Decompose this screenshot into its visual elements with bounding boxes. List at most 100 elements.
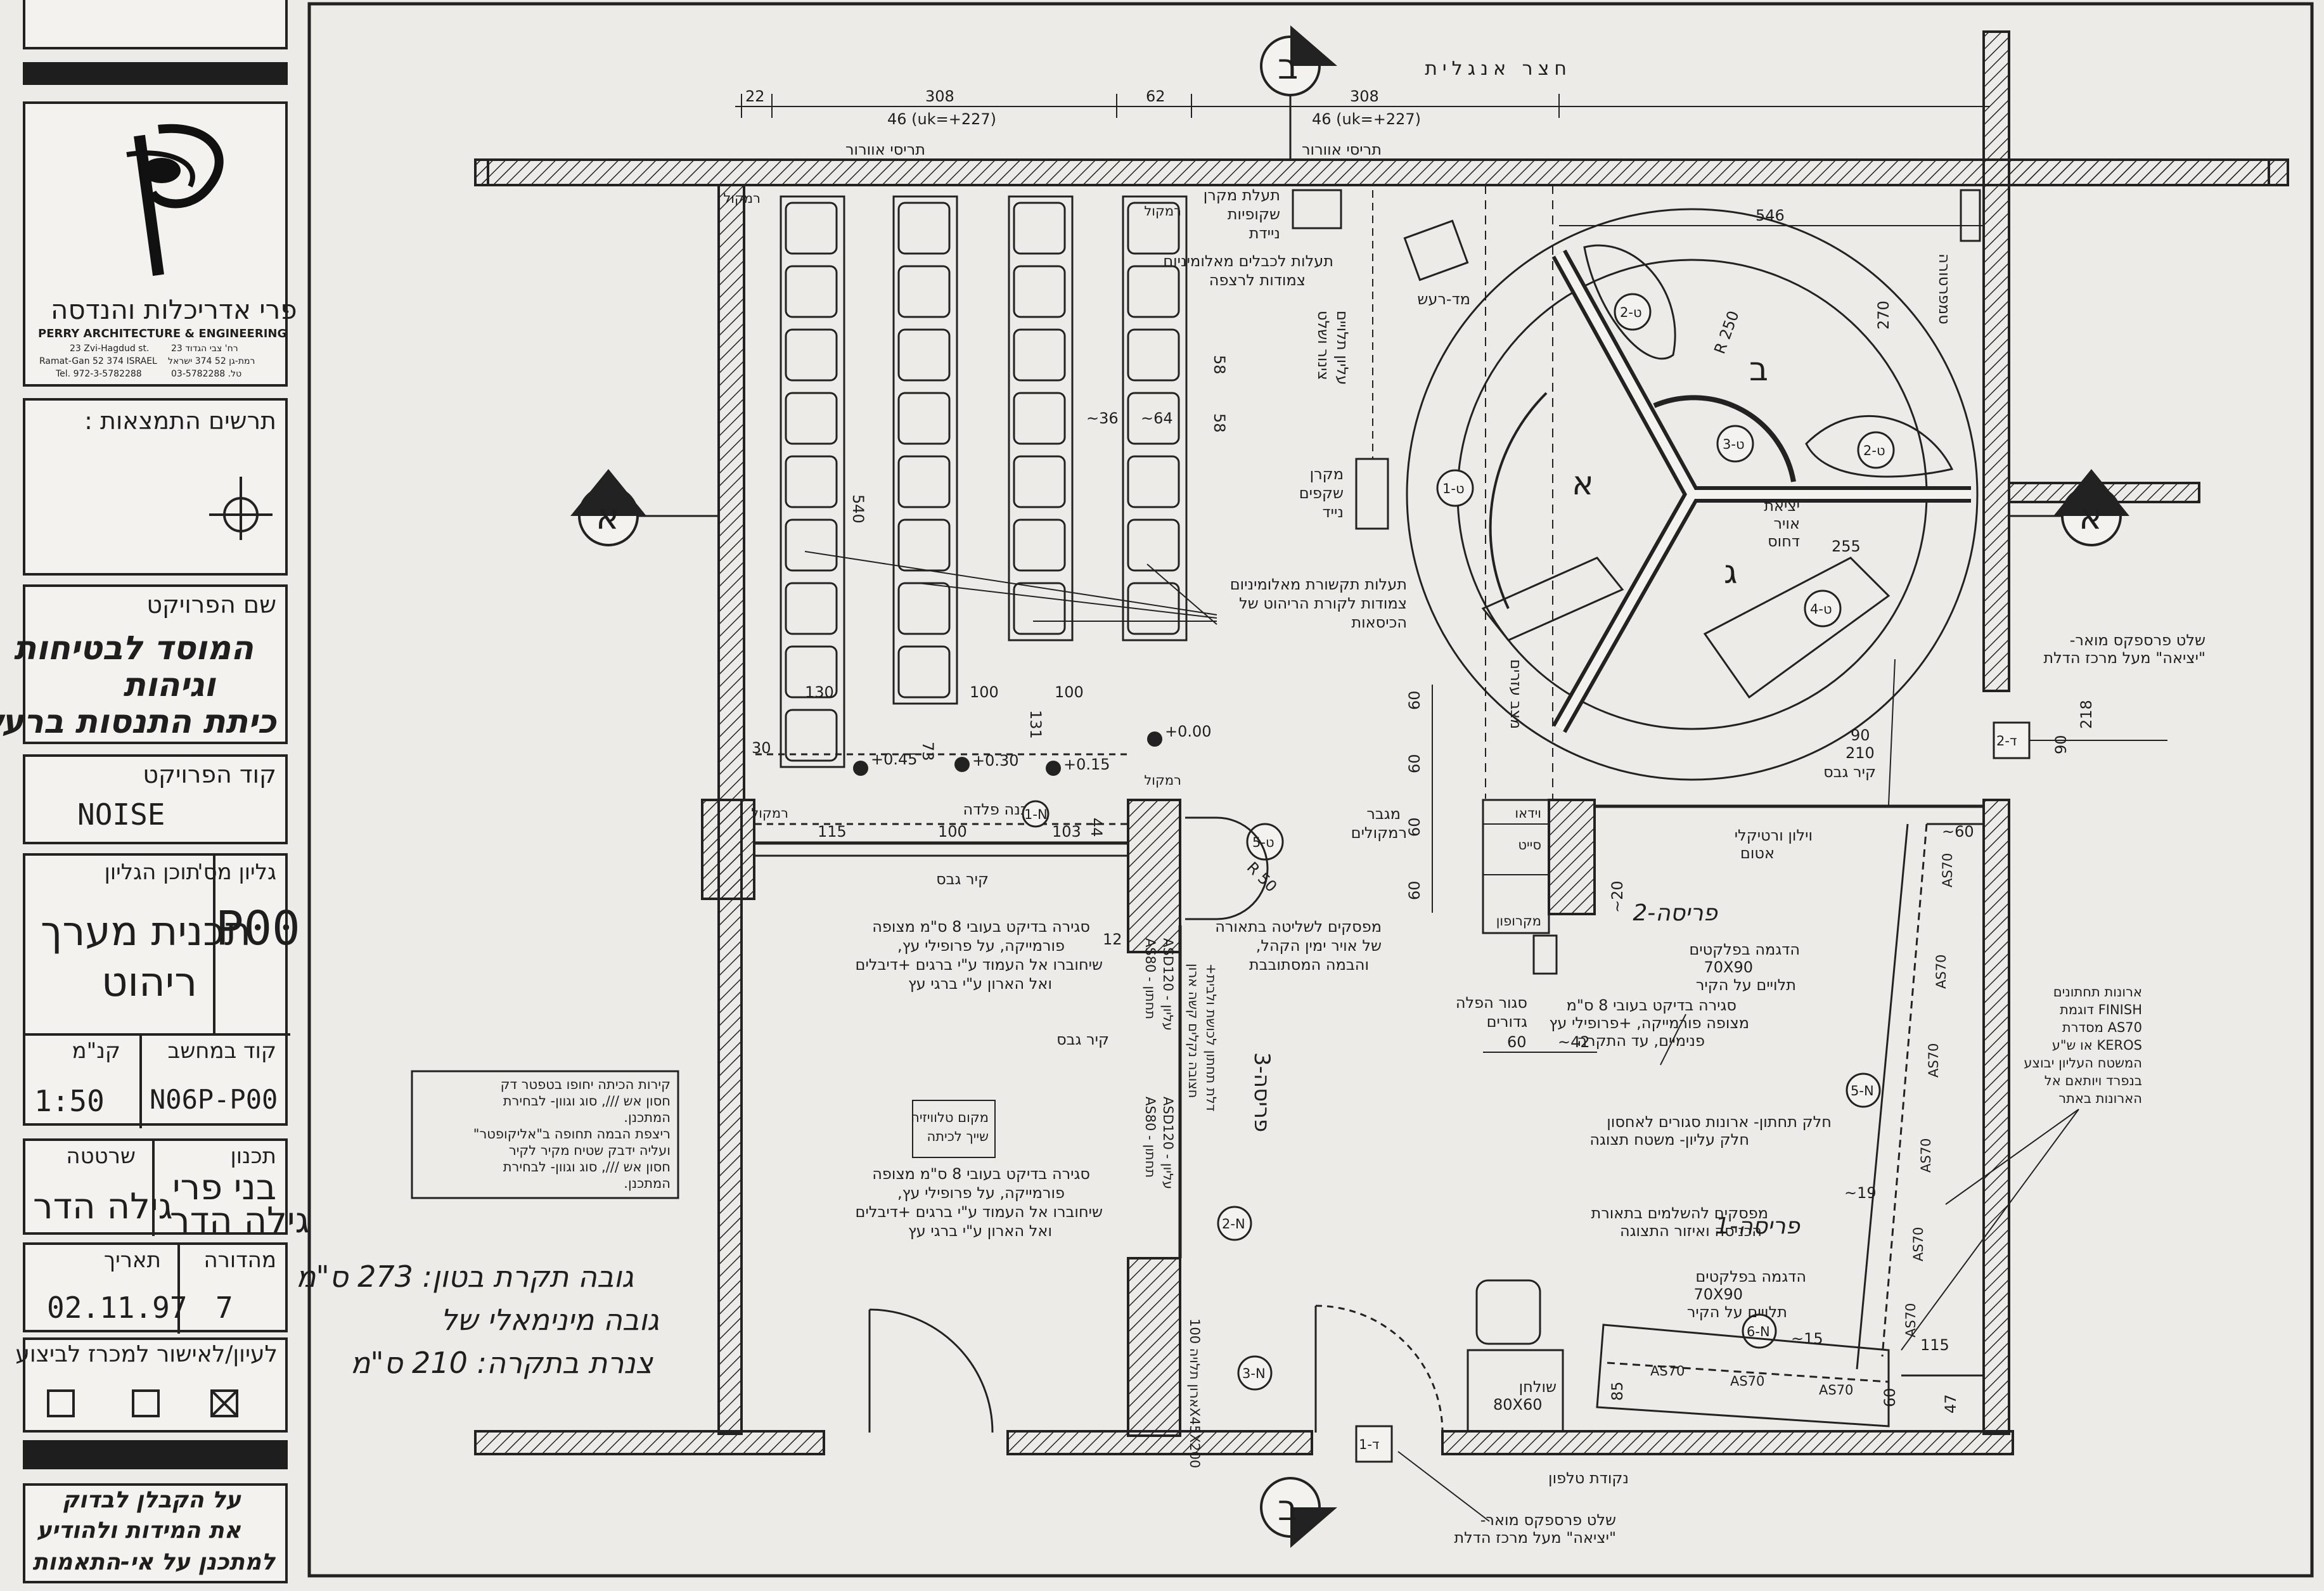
av-rack bbox=[1482, 799, 1550, 934]
status-checkbox-2[interactable] bbox=[132, 1389, 160, 1417]
vertical-label-2: ASD120 - עליון bbox=[1160, 938, 1176, 1031]
designer-value-1: בני פרי bbox=[172, 1167, 277, 1208]
projector-label-2: שקופיות bbox=[1228, 205, 1280, 223]
sheet-no-label: גליון מס' bbox=[197, 860, 276, 885]
dim-85: 85 bbox=[1608, 1381, 1626, 1401]
sheet-content-line-1: תכנית מערך bbox=[41, 908, 252, 955]
tag-t2-a: 2-ט bbox=[1620, 305, 1642, 320]
wall-left-upper bbox=[717, 184, 745, 801]
date-box: תאריך מהדורה 02.11.97 7 bbox=[23, 1242, 288, 1334]
top-label-louvers-a: תריסי אוורור bbox=[845, 141, 925, 158]
left-note-5: סגירה בדיקט בעובי 8 ס"מ מצופה bbox=[872, 1165, 1090, 1183]
slide-projector-label-1: מקרן bbox=[1310, 465, 1344, 483]
posters-1-1: הדגמה בפלקטים bbox=[1695, 1268, 1806, 1285]
address-en-3: Tel. 972-3-5782288 bbox=[56, 369, 142, 379]
cab-note-3: AS70 מסדרת bbox=[2062, 1020, 2142, 1035]
posters-2-2: 70X90 bbox=[1704, 958, 1753, 976]
address-en-2: Ramat-Gan 52 374 ISRAEL bbox=[39, 356, 157, 366]
tag-t2-b: 2-ט bbox=[1863, 443, 1885, 458]
date-label: תאריך bbox=[103, 1247, 161, 1273]
as70-8: AS70 bbox=[1730, 1374, 1764, 1389]
cabinet-upper: חלק עליון- משטח תצוגה bbox=[1589, 1131, 1749, 1149]
status-checkbox-1[interactable] bbox=[47, 1389, 75, 1417]
posters-1-2: 70X90 bbox=[1693, 1285, 1743, 1303]
seat-note-3: הכיסאות bbox=[1351, 614, 1407, 631]
seat-note-1: תעלות תקשורת מאלומיניום bbox=[1230, 576, 1407, 593]
dim-60-bottom: 60 bbox=[1507, 1033, 1527, 1051]
left-note-8: ואל הארון ע"י ברגי עץ bbox=[908, 1222, 1052, 1240]
floor-note-1: קירות הכיתה יחופו בטפטר דק bbox=[501, 1077, 671, 1092]
title-block-bar-2 bbox=[23, 1440, 288, 1469]
top-dim-308-a: 308 bbox=[925, 87, 954, 105]
phone-label: נקודת טלפון bbox=[1548, 1469, 1629, 1487]
seat-dim-58-b: 58 bbox=[1210, 413, 1228, 433]
level-015: +0.15 bbox=[1063, 756, 1110, 773]
bar-dim-103: 103 bbox=[1052, 823, 1081, 841]
ceiling-line-1: גובה תקרת בטון: 273 ס"מ bbox=[296, 1259, 634, 1294]
seat-dim-73: 73 bbox=[919, 742, 937, 761]
conduit-label-1: תעלות לכבלים מאלומיניום bbox=[1163, 252, 1333, 270]
column-center bbox=[1127, 799, 1181, 953]
projector-label-3: ניידת bbox=[1249, 224, 1280, 242]
floor-note-6: חסון אש ///, סוג וגוון- לבחירת bbox=[503, 1159, 671, 1175]
seat-dim-58-a: 58 bbox=[1210, 355, 1228, 375]
section-mark-right-label: א bbox=[2079, 496, 2102, 538]
plywood-2: מצופה פורמייקה, +פרופילי עץ bbox=[1549, 1014, 1749, 1032]
cab-note-2: FINISH דוגמת bbox=[2060, 1002, 2142, 1017]
dim-218: 218 bbox=[2077, 700, 2095, 729]
dim-r250: R 250 bbox=[1711, 309, 1742, 356]
location-crosshair-icon bbox=[209, 477, 273, 540]
door-bottom bbox=[1314, 1304, 1444, 1433]
as70-3: AS70 bbox=[1926, 1043, 1941, 1078]
speaker-label-3: רמקול bbox=[1144, 773, 1181, 788]
status-checkbox-3[interactable] bbox=[210, 1389, 238, 1417]
address-en-1: 23 Zvi-Hagdud st. bbox=[70, 344, 150, 354]
v-dim-60-c: 60 bbox=[1406, 817, 1423, 837]
wall-bottom-left bbox=[474, 1430, 825, 1455]
door-left bbox=[868, 1308, 994, 1433]
switch-2: הכניסה ואיזור התצוגה bbox=[1620, 1222, 1762, 1240]
as70-5: AS70 bbox=[1911, 1227, 1926, 1261]
note-line-1: על הקבלן לבדוק bbox=[62, 1487, 241, 1513]
left-note-6: פורמייקה, על פרופילי עץ, bbox=[897, 1184, 1065, 1202]
address-he-3: טל. 03-5782288 bbox=[171, 369, 242, 379]
n-tags bbox=[1022, 800, 1881, 1391]
seating bbox=[755, 195, 1188, 825]
left-note-3: שיחוברו אל העמוד ע"י ברגים +דיבלים bbox=[856, 956, 1103, 974]
cab-note-6: בנפרד ויותאם אל bbox=[2045, 1073, 2142, 1088]
pipe-label-2: עליון תלויים bbox=[1333, 311, 1351, 385]
rack-video: וידאו bbox=[1515, 806, 1541, 821]
floor-note-7: המתכנן. bbox=[624, 1176, 671, 1191]
as70-1: AS70 bbox=[1940, 853, 1955, 887]
elevation-3: פריסה-3 bbox=[1249, 1052, 1274, 1132]
seat-dim-30: 30 bbox=[752, 739, 771, 757]
ceiling-line-2: גובה מינימאלי של bbox=[440, 1303, 659, 1337]
stage-letter-b: ב bbox=[1749, 351, 1768, 389]
exit-air-3: דחוס bbox=[1768, 532, 1800, 550]
slide-projector-label-3: נייד bbox=[1323, 503, 1344, 521]
dim-60-right: 60 bbox=[1881, 1388, 1899, 1407]
conduit-label-2: צמודות לרצפה bbox=[1209, 271, 1306, 289]
as70-2: AS70 bbox=[1934, 955, 1949, 989]
vertical-label-4: ASD120 - עליון bbox=[1160, 1097, 1176, 1189]
section-mark-bottom: ב bbox=[1260, 1477, 1337, 1548]
seat-dim-64: ~64 bbox=[1141, 409, 1173, 427]
exit-air-2: אויר bbox=[1774, 515, 1801, 532]
curtain-2: אטום bbox=[1740, 844, 1775, 862]
left-note-1: סגירה בדיקט בעובי 8 ס"מ מצופה bbox=[872, 918, 1090, 936]
cab-note-7: הארונות באתר bbox=[2058, 1091, 2142, 1106]
door-tag-1: 1-ד bbox=[1359, 1437, 1379, 1452]
posters-2-3: תלויים על הקיר bbox=[1696, 976, 1796, 994]
left-note-2: פורמייקה, על פרופילי עץ, bbox=[897, 937, 1065, 955]
rack-sight: סייט bbox=[1518, 837, 1541, 853]
bar-label-gypsum: קיר גבס bbox=[936, 870, 989, 888]
exit-sign-1: שלט פרספקס מואר- bbox=[2070, 631, 2205, 649]
edition-label: מהדורה bbox=[203, 1247, 276, 1273]
cad-code-label: קוד במחשב bbox=[167, 1038, 276, 1064]
level-000: +0.00 bbox=[1165, 723, 1212, 740]
rotating-stage bbox=[1406, 208, 1979, 781]
amp-label-1: מגבר bbox=[1366, 805, 1401, 823]
sheet-info-box: גליון מס' תוכן הגליון P00 תכנית מערך ריה… bbox=[23, 853, 300, 1128]
section-mark-left-label: א bbox=[596, 496, 619, 538]
dim-255: 255 bbox=[1832, 538, 1861, 555]
